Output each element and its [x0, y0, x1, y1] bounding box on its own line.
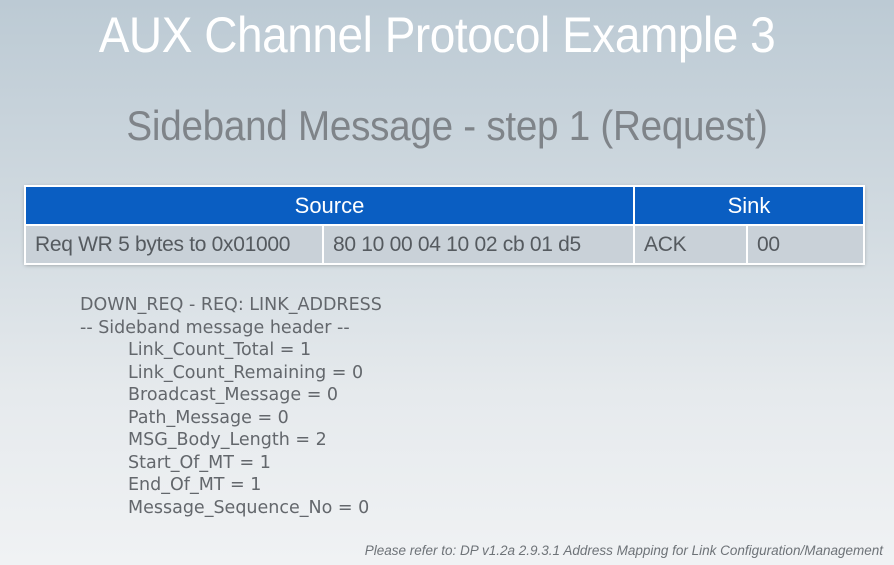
field-line: Broadcast_Message = 0 — [128, 385, 339, 405]
field-line: Path_Message = 0 — [128, 407, 289, 428]
source-description-cell: Req WR 5 bytes to 0x01000 — [24, 224, 324, 265]
field-line: Link_Count_Total = 1 — [128, 340, 312, 360]
message-details: DOWN_REQ - REQ: LINK_ADDRESS -- Sideband… — [80, 294, 382, 519]
sink-value-cell: 00 — [745, 224, 866, 265]
field-line: End_Of_MT = 1 — [128, 475, 262, 495]
request-line: DOWN_REQ - REQ: LINK_ADDRESS — [80, 295, 382, 315]
transaction-table: Source Sink Req WR 5 bytes to 0x01000 80… — [24, 185, 866, 265]
header-line: -- Sideband message header -- — [80, 317, 350, 338]
field-line: Start_Of_MT = 1 — [128, 452, 271, 473]
reference-note: Please refer to: DP v1.2a 2.9.3.1 Addres… — [364, 543, 883, 558]
sink-status-cell: ACK — [633, 224, 748, 265]
table-header-row: Source Sink — [24, 185, 866, 226]
source-bytes-cell: 80 10 00 04 10 02 cb 01 d5 — [322, 224, 635, 265]
slide-title: AUX Channel Protocol Example 3 — [98, 7, 776, 63]
field-line: Link_Count_Remaining = 0 — [128, 362, 364, 383]
field-line: MSG_Body_Length = 2 — [128, 430, 327, 450]
slide-subtitle: Sideband Message - step 1 (Request) — [126, 102, 768, 149]
source-header: Source — [24, 185, 635, 226]
field-line: Message_Sequence_No = 0 — [128, 497, 370, 518]
table-row: Req WR 5 bytes to 0x01000 80 10 00 04 10… — [24, 224, 866, 265]
sink-header: Sink — [632, 185, 866, 226]
